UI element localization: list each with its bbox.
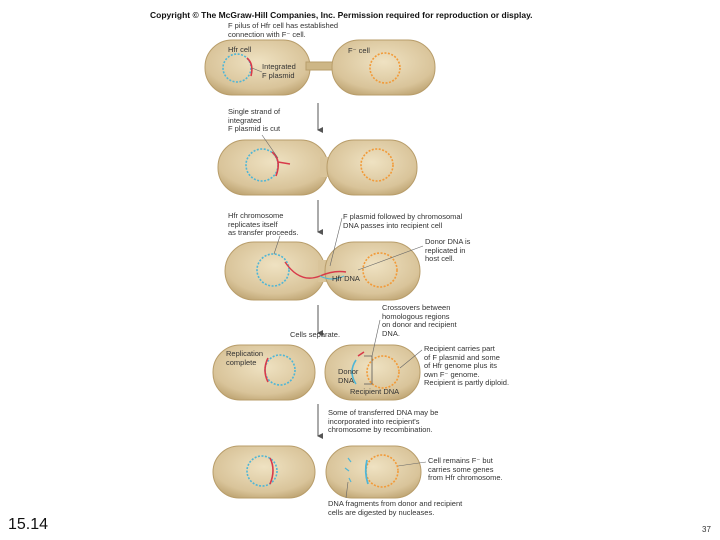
label-donor-dna-replicated: Donor DNA is replicated in host cell. xyxy=(425,237,471,263)
f-minus-chromosome xyxy=(360,148,394,182)
label-some-transferred: Some of transferred DNA may be incorpora… xyxy=(328,408,439,434)
label-crossovers: Crossovers between homologous regions on… xyxy=(382,303,457,338)
plasmid-segment xyxy=(269,457,274,485)
label-donor-dna: Donor DNA xyxy=(338,367,359,385)
integrated-f-plasmid xyxy=(246,57,253,77)
donor-dna-fragment xyxy=(351,359,357,385)
label-integrated-plasmid: Integrated F plasmid xyxy=(262,62,296,80)
f-minus-cell xyxy=(324,241,421,301)
leader-followed xyxy=(329,217,343,267)
hfr-cell xyxy=(217,139,329,196)
incorporated-donor-dna xyxy=(364,459,369,485)
label-hfr-dna: Hfr DNA xyxy=(332,274,360,283)
recipient-cell xyxy=(324,344,421,401)
stage-1-connection xyxy=(204,39,436,96)
f-pilus xyxy=(305,61,337,71)
label-step1: F pilus of Hfr cell has established conn… xyxy=(228,21,339,39)
leader-cut xyxy=(261,134,279,159)
donor-cell xyxy=(212,445,316,499)
label-hfr-replicates: Hfr chromosome replicates itself as tran… xyxy=(228,211,299,237)
leader-fragments xyxy=(345,481,349,499)
recipient-cell xyxy=(325,445,422,499)
leader-integrated xyxy=(251,67,263,73)
stage-3-transfer xyxy=(224,241,421,301)
donor-plasmid-part xyxy=(357,351,365,357)
label-single-strand: Single strand of integrated F plasmid is… xyxy=(228,107,281,133)
leader-hfr-dna xyxy=(335,275,341,283)
label-recipient-carries: Recipient carries part of F plasmid and … xyxy=(424,344,510,387)
stage-2-strand-cut xyxy=(217,139,418,196)
figure-number: 15.14 xyxy=(8,516,49,533)
digested-fragments xyxy=(344,457,352,483)
bracket xyxy=(364,355,373,385)
stage-5-recombined xyxy=(212,445,422,499)
label-cell-remains: Cell remains F⁻ but carries some genes f… xyxy=(428,456,503,482)
label-recipient-dna: Recipient DNA xyxy=(350,387,400,396)
hfr-chromosome xyxy=(256,253,290,287)
leader-crossovers xyxy=(371,319,381,357)
leader-carries xyxy=(399,349,423,369)
f-minus-cell xyxy=(326,139,418,196)
f-minus-cell xyxy=(331,39,436,96)
label-f-minus-cell: F⁻ cell xyxy=(348,46,370,55)
leader-replicates xyxy=(273,235,281,255)
page-number: 37 xyxy=(702,525,711,534)
hfr-chromosome xyxy=(246,455,278,487)
stage-4-separated xyxy=(212,344,421,401)
recipient-chromosome xyxy=(366,355,400,389)
cut-f-plasmid xyxy=(271,151,291,177)
leader-cell-remains xyxy=(397,461,427,467)
label-dna-fragments: DNA fragments from donor and recipient c… xyxy=(328,499,463,517)
f-minus-chromosome xyxy=(362,252,398,288)
hfr-chromosome xyxy=(222,53,252,83)
label-hfr-cell: Hfr cell xyxy=(228,45,252,54)
label-replication-complete: Replication complete xyxy=(226,349,264,367)
leader-donor-replicated xyxy=(357,245,424,271)
copyright-notice: Copyright © The McGraw-Hill Companies, I… xyxy=(150,10,533,20)
label-f-plasmid-followed: F plasmid followed by chromosomal DNA pa… xyxy=(343,212,463,230)
leader-lines xyxy=(251,67,427,499)
label-cells-separate: Cells separate. xyxy=(290,330,341,339)
replicated-plasmid xyxy=(264,357,269,383)
hfr-dna-strand xyxy=(319,275,345,280)
f-minus-chromosome xyxy=(369,52,401,84)
